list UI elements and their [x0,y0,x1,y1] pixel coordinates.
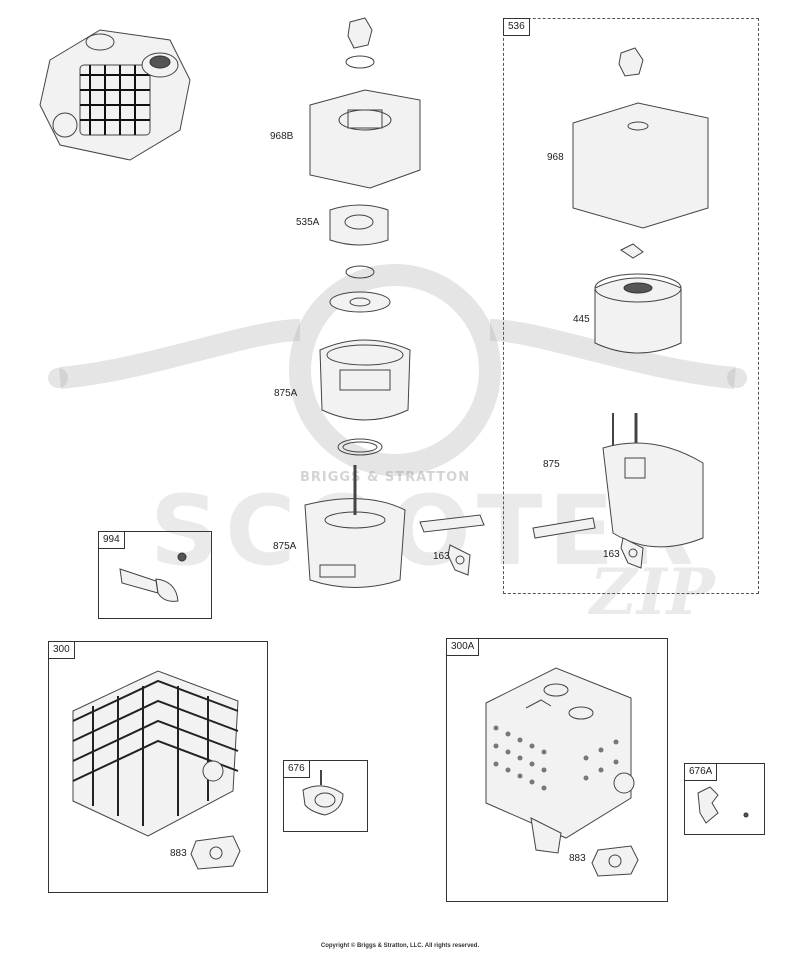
box-676: 676 [283,760,368,832]
box-300-tag: 300 [48,641,75,659]
callout-968: 968 [547,152,564,163]
box-676-tag: 676 [283,760,310,778]
box-676A-tag: 676A [684,763,718,781]
box-300A: 300A [446,638,668,902]
box-994-tag: 994 [98,531,125,549]
callout-875: 875 [543,459,560,470]
box-676A: 676A [684,763,765,835]
kit-536-parts [532,47,709,569]
kit-536-box: 536 [503,18,759,594]
box-300: 300 [48,641,268,893]
kit-536-tag: 536 [503,18,530,36]
center-parts [304,17,485,588]
callout-883-left: 883 [170,848,187,859]
clamp-676 [302,770,344,816]
callout-875A-bottom: 875A [273,541,297,552]
callout-163-right: 163 [603,549,620,560]
bracket-676A [697,786,749,824]
engine-thumbnail [39,29,191,161]
callout-875A-top: 875A [274,388,298,399]
callout-445: 445 [573,314,590,325]
copyright-footer: Copyright © Briggs & Stratton, LLC. All … [320,943,480,949]
muffler-with-cage [72,670,241,870]
callout-968B: 968B [270,131,294,142]
spark-arrestor [119,552,187,602]
callout-883-right: 883 [569,853,586,864]
callout-163-left: 163 [433,551,450,562]
box-994: 994 [98,531,212,619]
box-300A-tag: 300A [446,638,480,656]
callout-535A: 535A [296,217,320,228]
muffler-300A [485,667,639,877]
